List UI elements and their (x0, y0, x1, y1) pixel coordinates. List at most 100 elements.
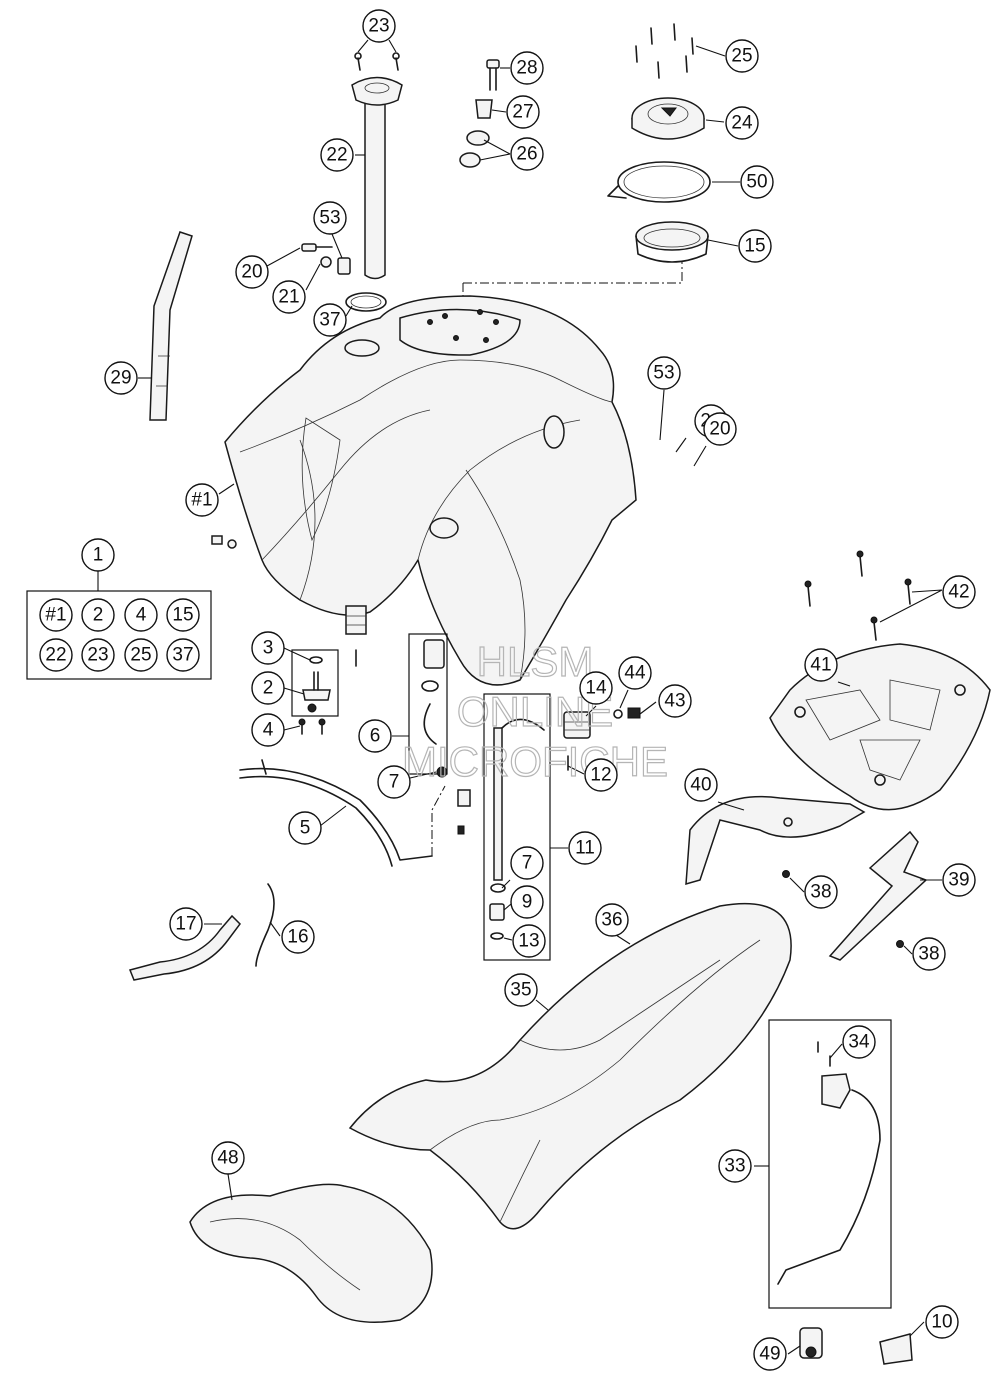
callout[interactable]: 27 (506, 95, 540, 129)
callout[interactable]: 33 (718, 1149, 752, 1183)
callout[interactable]: 53 (313, 201, 347, 235)
callout[interactable]: 4 (251, 713, 285, 747)
ring-15 (635, 221, 709, 263)
grommets-26 (459, 130, 490, 168)
kit-item[interactable]: 23 (81, 638, 115, 672)
filler-tube-part (351, 76, 403, 280)
callout[interactable]: 40 (684, 768, 718, 802)
callout[interactable]: 21 (272, 280, 306, 314)
parts-box-33 (768, 1019, 892, 1309)
watermark-line-1: HLSM (477, 638, 594, 685)
callout[interactable]: 48 (211, 1141, 245, 1175)
callout[interactable]: 20 (703, 412, 737, 446)
callout[interactable]: 43 (658, 684, 692, 718)
pipe-11 (493, 718, 545, 881)
fuel-tank-body (224, 295, 637, 686)
callout[interactable]: 41 (804, 648, 838, 682)
clamp-7a (436, 766, 448, 778)
callout[interactable]: 37 (313, 303, 347, 337)
svg-text:41: 41 (810, 655, 831, 676)
callout[interactable]: 7 (377, 765, 411, 799)
svg-text:5: 5 (300, 818, 311, 839)
seat-35 (348, 902, 792, 1230)
kit-item[interactable]: #1 (39, 598, 73, 632)
clamp-7b (490, 883, 506, 893)
callout[interactable]: 16 (281, 920, 315, 954)
svg-text:17: 17 (175, 914, 196, 935)
gasket-50 (607, 161, 711, 203)
svg-text:25: 25 (130, 645, 151, 666)
kit-item[interactable]: 4 (124, 598, 158, 632)
fuel-connector-6 (421, 639, 445, 745)
kit-item[interactable]: 2 (81, 598, 115, 632)
fitting-9 (489, 903, 505, 921)
screws-4 (298, 718, 326, 735)
svg-text:37: 37 (172, 645, 193, 666)
callout[interactable]: 2 (251, 671, 285, 705)
bolt-28 (486, 59, 500, 91)
callout[interactable]: #1 (185, 483, 219, 517)
callout[interactable]: 42 (942, 575, 976, 609)
kit-item[interactable]: 37 (166, 638, 200, 672)
callout[interactable]: 36 (595, 903, 629, 937)
kit-item[interactable]: 22 (39, 638, 73, 672)
callout[interactable]: 12 (584, 758, 618, 792)
callout[interactable]: 29 (104, 361, 138, 395)
callout[interactable]: 5 (288, 811, 322, 845)
callout[interactable]: 49 (753, 1337, 787, 1371)
callout[interactable]: 9 (510, 885, 544, 919)
callout[interactable]: 34 (842, 1025, 876, 1059)
bracket-40 (685, 795, 866, 886)
callouts: 23 28 25 27 24 22 26 50 53 15 20 21 37 2… (104, 9, 976, 1371)
callout[interactable]: 6 (358, 719, 392, 753)
leader-lines (138, 39, 943, 1355)
svg-text:37: 37 (319, 310, 340, 331)
callout[interactable]: 38 (912, 937, 946, 971)
callout[interactable]: 22 (320, 138, 354, 172)
bolt-43 (627, 707, 641, 719)
watermark: HLSM ONLINE MICROFICHE (401, 637, 668, 785)
callout[interactable]: 7 (510, 846, 544, 880)
svg-text:15: 15 (172, 605, 193, 626)
svg-text:3: 3 (263, 638, 274, 659)
callout[interactable]: 11 (568, 831, 602, 865)
callout[interactable]: 17 (169, 907, 203, 941)
kit-item[interactable]: 15 (166, 598, 200, 632)
callout[interactable]: 15 (738, 229, 772, 263)
callout[interactable]: 26 (510, 137, 544, 171)
callout[interactable]: 24 (725, 106, 759, 140)
svg-text:48: 48 (217, 1148, 238, 1169)
callout[interactable]: 53 (647, 356, 681, 390)
svg-text:10: 10 (931, 1312, 952, 1333)
callout[interactable]: 10 (925, 1305, 959, 1339)
callout[interactable]: 35 (504, 973, 538, 1007)
svg-text:7: 7 (389, 772, 400, 793)
svg-text:9: 9 (522, 892, 533, 913)
hose-29 (149, 231, 193, 421)
hose-5 (239, 759, 433, 867)
damper-14 (563, 711, 591, 739)
svg-text:23: 23 (368, 16, 389, 37)
callout[interactable]: 3 (251, 631, 285, 665)
callout[interactable]: 20 (235, 255, 269, 289)
svg-text:6: 6 (370, 726, 381, 747)
callout[interactable]: 28 (510, 51, 544, 85)
callout-kit-1[interactable]: 1 (81, 538, 115, 572)
callout[interactable]: 39 (942, 863, 976, 897)
svg-text:40: 40 (690, 775, 711, 796)
kit-item[interactable]: 25 (124, 638, 158, 672)
svg-text:53: 53 (653, 363, 674, 384)
callout[interactable]: 50 (740, 165, 774, 199)
callout[interactable]: 13 (512, 924, 546, 958)
svg-text:53: 53 (319, 208, 340, 229)
svg-text:27: 27 (512, 102, 533, 123)
svg-text:35: 35 (510, 980, 531, 1001)
callout[interactable]: 23 (362, 9, 396, 43)
callout[interactable]: 25 (725, 39, 759, 73)
callout[interactable]: 38 (804, 875, 838, 909)
callout[interactable]: 44 (618, 656, 652, 690)
svg-text:22: 22 (45, 645, 66, 666)
svg-text:29: 29 (110, 368, 131, 389)
tap-part-2 (302, 656, 331, 713)
callout[interactable]: 14 (579, 671, 613, 705)
